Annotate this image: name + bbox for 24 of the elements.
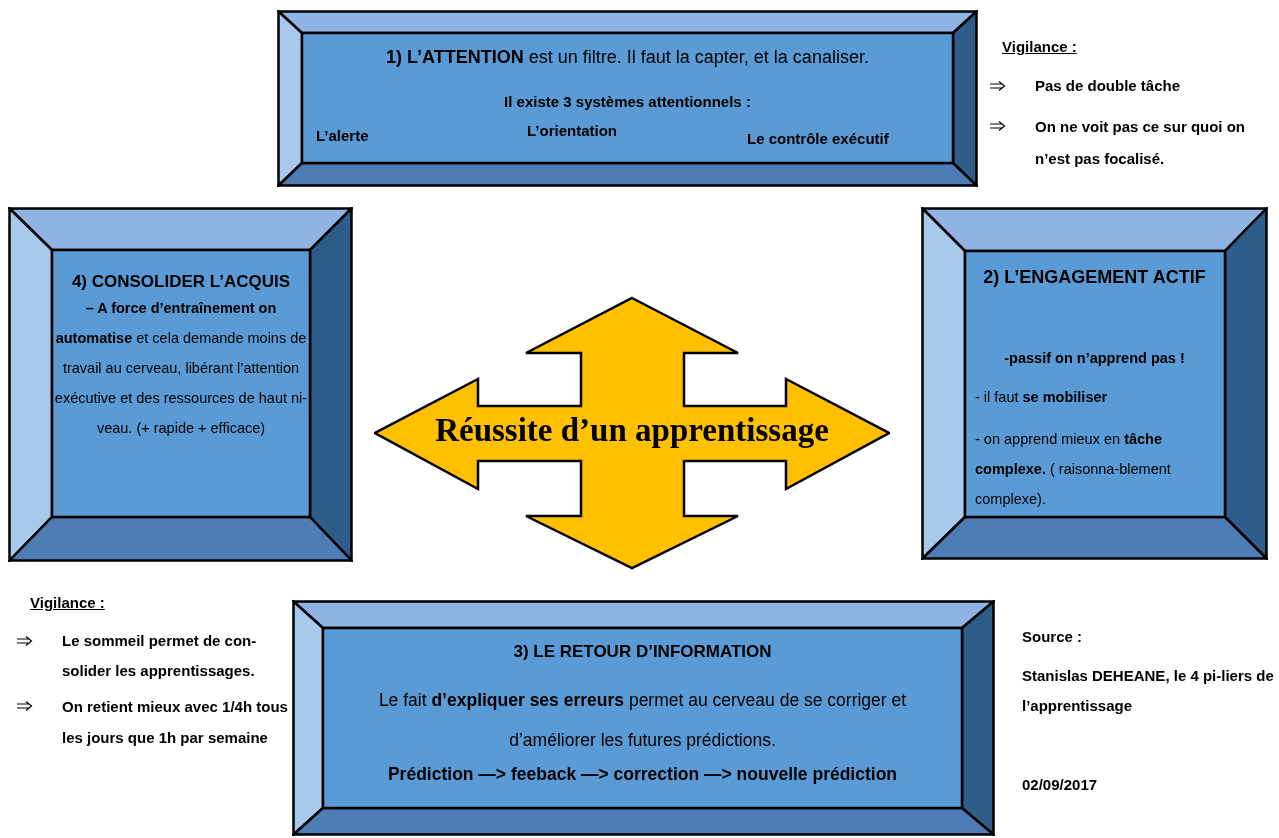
box-text: Il existe 3 systèmes attentionnels :: [503, 92, 752, 112]
box-text: - il faut se mobiliser: [975, 388, 1109, 407]
note-text: Source :: [1022, 627, 1083, 647]
box-heading: 4) CONSOLIDER L’ACQUIS: [70, 271, 292, 293]
arrow-label: Réussite d’un apprentissage: [434, 411, 830, 450]
section-heading: Vigilance :: [30, 593, 106, 613]
box-text: – A force d’entraînement on automatise et cela demande moins de travail au cerveau, libérant l’attention exécutive et des ressources de haut ni-veau. (+ rapide + efficace): [54, 299, 308, 438]
box-text: L’alerte: [316, 126, 370, 146]
box-text: Prédiction —> feeback —> correction —> nouvelle prédiction: [386, 763, 899, 786]
bullet-text: Le sommeil permet de con-solider les apprentissages.: [62, 631, 258, 681]
box-heading: 1) L’ATTENTION est un filtre. Il faut la capter, et la canaliser.: [385, 46, 870, 69]
bullet-text: Pas de double tâche: [1035, 76, 1182, 96]
box-text: L’orientation: [527, 121, 618, 141]
box-text: Le contrôle exécutif: [747, 129, 890, 149]
section-heading: Vigilance :: [1002, 37, 1078, 57]
box-heading: 2) L’ENGAGEMENT ACTIF: [982, 266, 1207, 289]
note-text: 02/09/2017: [1022, 775, 1099, 795]
box-text: - on apprend mieux en tâche complexe. ( raisonna-blement complexe).: [975, 430, 1172, 509]
bullet-text: On ne voit pas ce sur quoi on n’est pas focalisé.: [1035, 117, 1247, 169]
box-text: -passif on n’apprend pas !: [1003, 349, 1186, 368]
note-text: Stanislas DEHEANE, le 4 pi-liers de l’apprentissage: [1022, 666, 1275, 716]
bullet-text: On retient mieux avec 1/4h tous les jours que 1h par semaine: [62, 697, 289, 748]
box-text: Le fait d’expliquer ses erreurs permet au cerveau de se corriger et d’améliorer les futures prédictions.: [377, 689, 908, 752]
box-heading: 3) LE RETOUR D’INFORMATION: [512, 641, 773, 663]
